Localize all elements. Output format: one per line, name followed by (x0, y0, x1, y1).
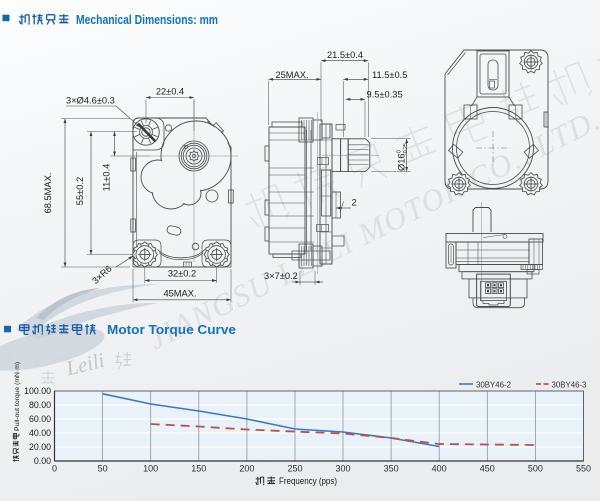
svg-text:-0.25: -0.25 (403, 143, 409, 155)
svg-text:0: 0 (52, 464, 57, 474)
svg-text:60.00: 60.00 (29, 414, 51, 424)
svg-text:Mechanical Dimensions: mm: Mechanical Dimensions: mm (76, 12, 218, 27)
svg-text:9.5±0.35: 9.5±0.35 (367, 89, 403, 99)
svg-text:21.5±0.4: 21.5±0.4 (327, 50, 363, 60)
svg-text:40.00: 40.00 (29, 428, 51, 438)
svg-text:Ø16: Ø16 (397, 153, 407, 171)
svg-text:250: 250 (287, 464, 302, 474)
svg-text:0: 0 (397, 150, 403, 153)
svg-text:68.5MAX.: 68.5MAX. (43, 173, 53, 214)
svg-text:30BY46-3: 30BY46-3 (552, 379, 587, 389)
svg-text:550: 550 (576, 464, 591, 474)
svg-text:30BY46-2: 30BY46-2 (476, 379, 511, 389)
svg-text:11±0.4: 11±0.4 (102, 164, 112, 192)
svg-text:100.00: 100.00 (24, 386, 51, 396)
svg-text:0.00: 0.00 (34, 456, 51, 466)
svg-text:3×7±0.2: 3×7±0.2 (264, 271, 298, 281)
svg-text:25MAX.: 25MAX. (275, 70, 308, 80)
svg-text:22±0.4: 22±0.4 (156, 87, 184, 97)
svg-text:150: 150 (191, 464, 206, 474)
svg-text:80.00: 80.00 (29, 400, 51, 410)
svg-text:11.5±0.5: 11.5±0.5 (372, 70, 407, 80)
svg-text:200: 200 (239, 464, 254, 474)
svg-text:20.00: 20.00 (29, 442, 51, 452)
svg-text:Frequency (pps): Frequency (pps) (279, 476, 337, 486)
svg-text:100: 100 (143, 464, 158, 474)
svg-text:Motor Torque Curve: Motor Torque Curve (107, 322, 236, 337)
svg-text:500: 500 (528, 464, 543, 474)
svg-text:2: 2 (352, 198, 357, 208)
svg-text:50: 50 (98, 464, 108, 474)
svg-text:350: 350 (384, 464, 399, 474)
svg-text:3×Ø4.6±0.3: 3×Ø4.6±0.3 (66, 96, 115, 106)
svg-text:32±0.2: 32±0.2 (168, 268, 196, 278)
svg-text:45MAX.: 45MAX. (163, 289, 196, 299)
svg-text:Pull-out torque (mN·m): Pull-out torque (mN·m) (14, 362, 21, 431)
svg-text:400: 400 (432, 464, 447, 474)
svg-text:300: 300 (335, 464, 350, 474)
svg-text:450: 450 (480, 464, 495, 474)
svg-text:55±0.2: 55±0.2 (75, 177, 85, 205)
